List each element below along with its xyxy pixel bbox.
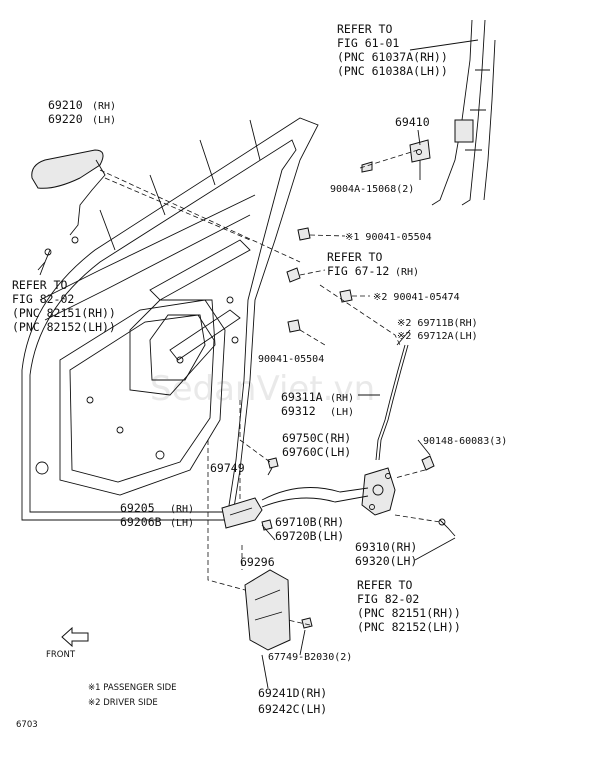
label-69205-side: (RH) [170,504,194,515]
lock-protector [244,569,291,651]
front-arrow-icon [61,626,89,648]
door-panel-drawing [21,117,319,521]
ref-fig82-left-line4: (PNC 82152(LH)) [12,320,116,334]
ref-fig61-line3: (PNC 61037A(RH)) [337,50,448,64]
label-9004a-15068: 9004A-15068(2) [330,184,414,195]
label-90041-05504: 90041-05504 [258,354,324,365]
label-69410: 69410 [395,115,430,129]
ref-fig82-left-line2: FIG 82-02 [12,292,74,306]
lock-cable [375,344,406,461]
figure-number: 6703 [16,720,38,730]
label-69712a: ※2 69712A(LH) [397,331,478,342]
channel-bracket [454,119,474,143]
label-69750c: 69750C(RH) [282,431,351,445]
label-69311a: 69311A [281,390,323,404]
label-67749-b2030: 67749-B2030(2) [268,652,352,663]
label-69310: 69310(RH) [355,540,417,554]
ref-fig82-right-line1: REFER TO [357,578,412,592]
label-69711b: ※2 69711B(RH) [397,318,478,329]
label-69312-side: (LH) [330,407,354,418]
ref-fig61-line4: (PNC 61038A(LH)) [337,64,448,78]
label-69210: 69210 [48,98,83,112]
label-69241d: 69241D(RH) [258,686,327,700]
door-lock-assembly [361,467,396,516]
ref-fig82-left-line3: (PNC 82151(RH)) [12,306,116,320]
ref-fig67-side: (RH) [395,267,419,278]
label-69205: 69205 [120,501,155,515]
ref-fig82-right-line2: FIG 82-02 [357,592,419,606]
note-driver-side: ※2 DRIVER SIDE [88,698,158,708]
ref-fig67-line1: REFER TO [327,250,382,264]
ref-fig82-right-line4: (PNC 82152(LH)) [357,620,461,634]
label-69312: 69312 [281,404,316,418]
inside-handle [221,497,263,529]
label-69220-side: (LH) [92,115,116,126]
label-69206b-side: (LH) [170,518,194,529]
label-90041-05474-driver: ※2 90041-05474 [373,292,460,303]
ref-fig82-left-line1: REFER TO [12,278,67,292]
note-passenger-side: ※1 PASSENGER SIDE [88,683,177,693]
outside-handle [31,149,106,271]
label-69296: 69296 [240,555,275,569]
door-frame-channel-drawing [431,19,496,206]
label-69760c: 69760C(LH) [282,445,351,459]
label-69242c: 69242C(LH) [258,702,327,716]
label-69710b: 69710B(RH) [275,515,344,529]
ref-fig61-line1: REFER TO [337,22,392,36]
ref-fig67-line2: FIG 67-12 [327,264,389,278]
label-69206b: 69206B [120,515,162,529]
label-90148-60083: 90148-60083(3) [423,436,507,447]
label-69320: 69320(LH) [355,554,417,568]
label-69220: 69220 [48,112,83,126]
label-69720b: 69720B(LH) [275,529,344,543]
label-69210-side: (RH) [92,101,116,112]
label-69311a-side: (RH) [330,393,354,404]
leader-lines [39,39,479,689]
inside-handle-cables [261,487,369,501]
label-69749: 69749 [210,461,245,475]
front-label: FRONT [46,650,76,660]
ref-fig82-right-line3: (PNC 82151(RH)) [357,606,461,620]
ref-fig61-line2: FIG 61-01 [337,36,399,50]
label-90041-05504-passenger: ※1 90041-05504 [345,232,432,243]
